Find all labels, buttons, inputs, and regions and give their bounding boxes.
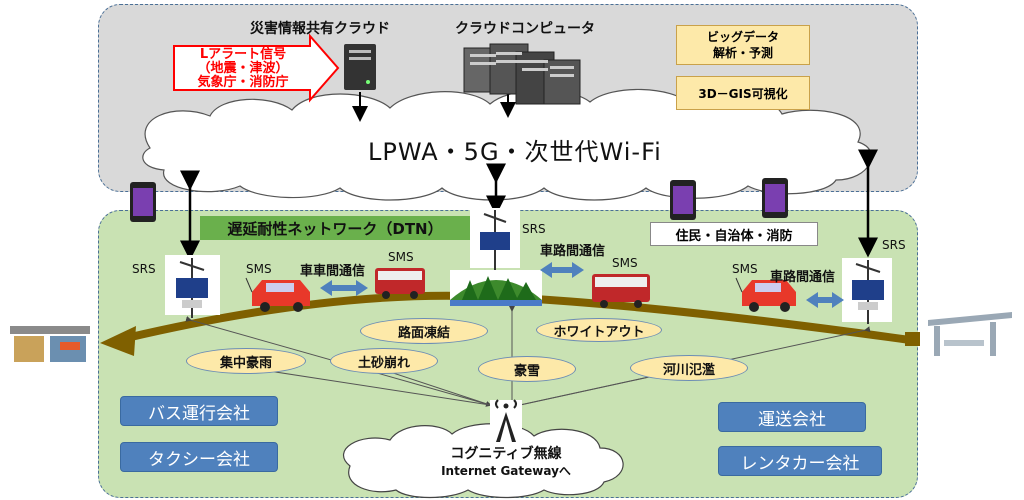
hazard-river-flood: 河川氾濫 <box>630 355 748 381</box>
smartphone-icon <box>670 180 696 220</box>
hazard-text: 河川氾濫 <box>662 362 715 378</box>
company-text: タクシー会社 <box>148 449 250 470</box>
sms-label: SMS <box>246 262 272 276</box>
bus-icon <box>592 274 650 308</box>
srs-unit-icon <box>470 208 520 270</box>
smartphone-icon <box>130 182 156 222</box>
bus-icon <box>375 268 425 299</box>
hazard-text: 路面凍結 <box>397 325 450 341</box>
dtn-label: 遅延耐性ネットワーク（DTN） <box>200 216 470 240</box>
sms-label: SMS <box>612 256 638 270</box>
road-arrowhead <box>100 326 136 356</box>
alert-callout-shape <box>173 33 340 103</box>
bus-stop-icon <box>920 308 1020 360</box>
company-text: 運送会社 <box>758 409 826 430</box>
company-taxi: タクシー会社 <box>120 442 278 472</box>
gis-box: 3D－GIS可視化 <box>676 76 810 110</box>
cloud-computer-label: クラウドコンピュータ <box>455 21 595 37</box>
server-icon <box>344 44 376 90</box>
sms-label: SMS <box>732 262 758 276</box>
company-bus: バス運行会社 <box>120 396 278 426</box>
srs-label: SRS <box>882 238 906 252</box>
hazard-whiteout: ホワイトアウト <box>536 318 662 342</box>
alert-line: Lアラート信号 <box>199 47 287 62</box>
bigdata-box: ビッグデータ 解析・予測 <box>676 25 810 65</box>
alert-callout: Lアラート信号 （地震・津波） 気象庁・消防庁 <box>178 48 308 90</box>
bigdata-line: 解析・予測 <box>712 46 773 60</box>
v2r-label: 車路間通信 <box>770 270 836 285</box>
hazard-text: 集中豪雨 <box>219 355 272 371</box>
dtn-text: 遅延耐性ネットワーク（DTN） <box>227 219 443 238</box>
gis-label: 3D－GIS可視化 <box>698 86 788 101</box>
hazard-landslide: 土砂崩れ <box>330 348 438 374</box>
taxi-car-icon <box>245 277 310 312</box>
company-transport: 運送会社 <box>718 402 866 432</box>
network-cloud-label: LPWA・5G・次世代Wi-Fi <box>368 138 662 166</box>
srs-unit-icon <box>165 255 220 318</box>
residents-box: 住民・自治体・消防 <box>650 222 818 246</box>
v2r-arrow-center <box>540 262 584 278</box>
hazard-heavy-rain: 集中豪雨 <box>186 348 306 374</box>
residents-text: 住民・自治体・消防 <box>675 228 793 244</box>
hazard-text: 豪雪 <box>513 363 540 379</box>
disaster-cloud-label: 災害情報共有クラウド <box>250 21 390 37</box>
srs-unit-icon <box>842 258 892 324</box>
cognitive-line: Internet Gatewayへ <box>441 464 571 478</box>
radio-tower-icon <box>490 399 522 442</box>
forest-mountain-icon <box>450 270 542 306</box>
v2r-label: 車路間通信 <box>540 244 606 259</box>
smartphone-icon <box>762 178 788 218</box>
v2v-arrow <box>320 280 368 296</box>
v2v-label: 車車間通信 <box>300 264 366 279</box>
hazard-text: ホワイトアウト <box>553 324 645 340</box>
taxi-car-icon <box>735 277 796 312</box>
cognitive-cloud-shape <box>343 423 624 499</box>
company-text: バス運行会社 <box>148 403 250 424</box>
cognitive-radio-label: コグニティブ無線 Internet Gatewayへ <box>400 446 612 480</box>
hazard-heavy-snow: 豪雪 <box>478 356 576 382</box>
server-cluster-icon <box>463 43 581 105</box>
company-rentacar: レンタカー会社 <box>718 446 882 476</box>
bigdata-line: ビッグデータ <box>706 30 779 44</box>
srs-label: SRS <box>132 262 156 276</box>
alert-line: （地震・津波） <box>197 61 289 76</box>
company-text: レンタカー会社 <box>740 453 860 474</box>
v2r-arrow-right <box>806 292 844 308</box>
srs-label: SRS <box>522 222 546 236</box>
hazard-road-freeze: 路面凍結 <box>360 318 488 344</box>
hazard-text: 土砂崩れ <box>357 355 410 371</box>
cognitive-line: コグニティブ無線 <box>450 446 562 462</box>
sms-label: SMS <box>388 250 414 264</box>
station-icon <box>4 318 94 368</box>
alert-line: 気象庁・消防庁 <box>197 75 289 90</box>
